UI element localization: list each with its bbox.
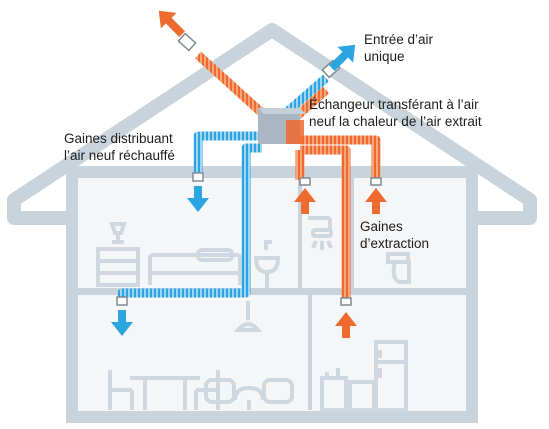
extract-ducts-label-line-2: d’extraction: [360, 236, 430, 251]
arrow-down-icon: [111, 310, 133, 336]
living-furniture: [108, 301, 408, 412]
exchanger-label-line-1: Échangeur transférant à l’air: [309, 97, 479, 112]
extract-ducts-label: Gaines d’extraction: [360, 218, 429, 252]
supply-ducts: [117, 74, 329, 300]
heat-exchanger-unit: [258, 108, 306, 144]
arrow-down-icon: [187, 186, 209, 212]
intake-label: Entrée d’air unique: [364, 31, 433, 65]
arrow-up-icon: [335, 312, 357, 338]
bedroom-furniture: [96, 222, 242, 287]
extract-ducts-label-line-1: Gaines: [360, 219, 403, 234]
duct-terminals: [116, 32, 382, 306]
airflow-arrows: [111, 10, 387, 338]
extract-ducts: [194, 51, 381, 300]
arrow-diagonal-icon: [329, 44, 356, 71]
exchanger-label: Échangeur transférant à l’air neuf la ch…: [309, 96, 482, 130]
exchanger-label-line-2: neuf la chaleur de l’air extrait: [309, 114, 482, 129]
supply-ducts-label: Gaines distribuant l’air neuf réchauffé: [64, 130, 175, 164]
arrow-up-icon: [365, 188, 387, 214]
arrow-diagonal-icon: [158, 10, 185, 37]
intake-label-line-1: Entrée d’air: [364, 32, 434, 47]
floor-slab: [78, 288, 466, 295]
arrow-up-icon: [294, 188, 316, 214]
intake-label-line-2: unique: [364, 49, 405, 64]
bathroom-fixtures: [253, 216, 411, 288]
house-shell: [7, 23, 537, 423]
supply-ducts-label-line-1: Gaines distribuant: [64, 131, 173, 146]
supply-ducts-label-line-2: l’air neuf réchauffé: [64, 148, 175, 163]
